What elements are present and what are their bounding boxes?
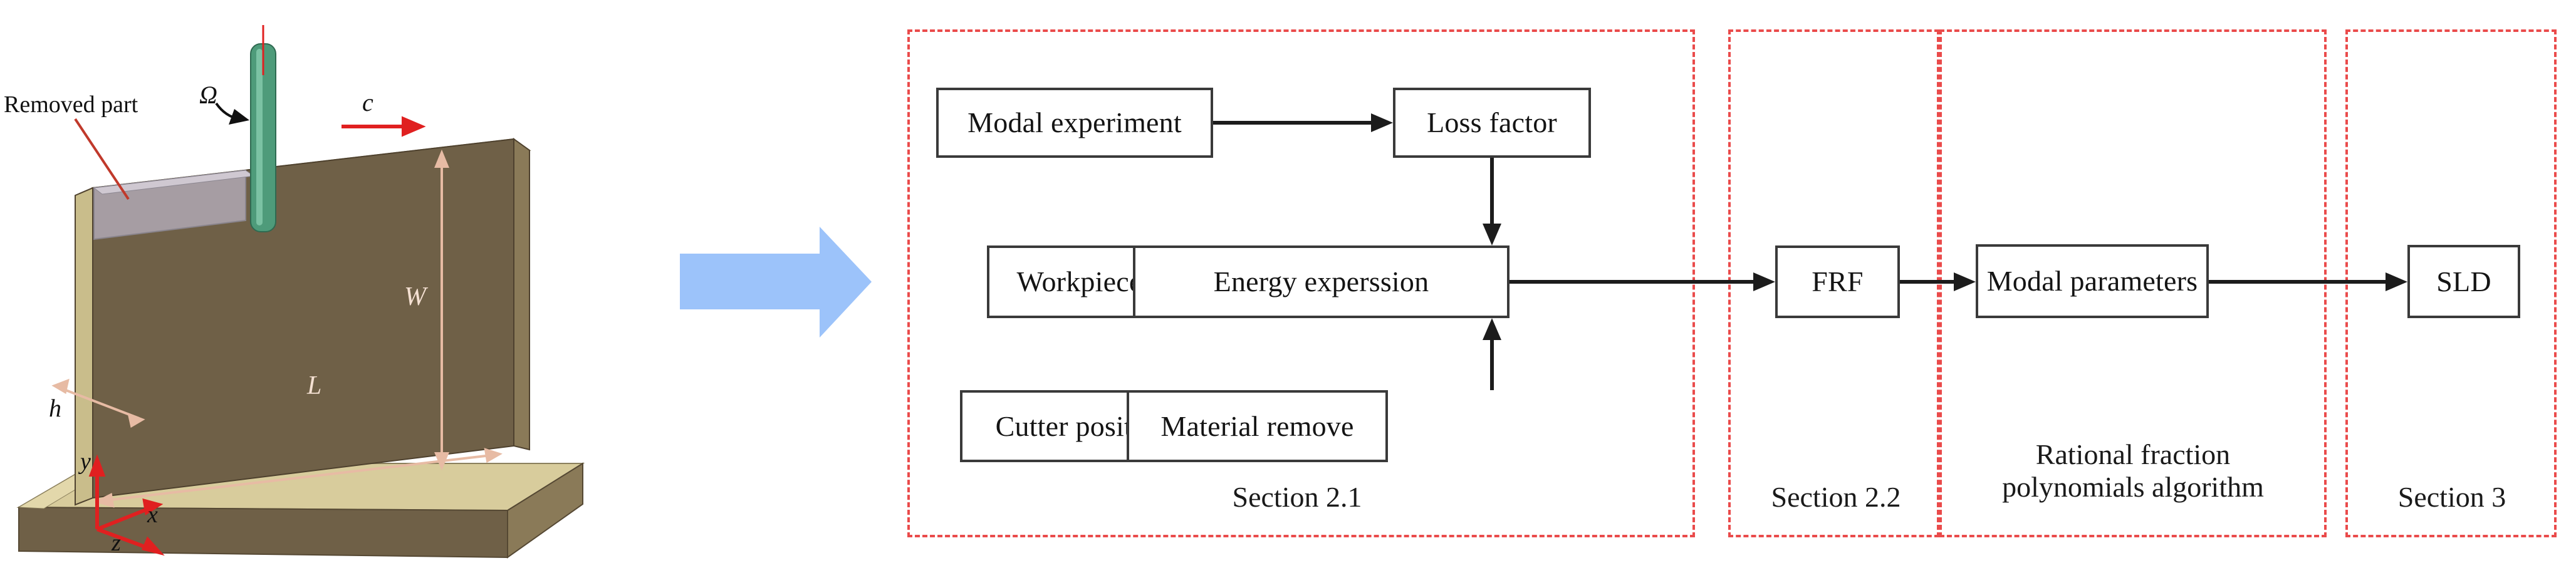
axis-z-label: z [112,530,121,556]
removed-part-label: Removed part [4,91,138,118]
box-energy-expression[interactable]: Energy experssion [1133,245,1510,318]
box-modal-experiment[interactable]: Modal experiment [936,88,1213,158]
box-frf[interactable]: FRF [1775,245,1900,318]
section-3-label: Section 3 [2397,481,2506,513]
feed-direction-label: c [362,88,373,116]
spindle-rotation-arrowhead [229,109,249,125]
thin-walled-workpiece-illustration: Removed part Ω c W L h x y z [0,0,664,563]
axis-y-label: y [80,448,91,475]
box-sld[interactable]: SLD [2407,245,2520,318]
axis-x-label: x [147,502,158,528]
wall-right-face [513,138,530,451]
methodology-flowchart: Modal experiment Loss factor Workpiece E… [902,0,2576,563]
base-plate-right [507,462,583,559]
section-2-1-label: Section 2.1 [1232,481,1362,513]
spindle-speed-label: Ω [199,81,217,109]
box-loss-factor[interactable]: Loss factor [1393,88,1591,158]
cutter-highlight [256,49,263,225]
removed-part-leader [74,118,130,200]
thickness-dimension-label: h [49,394,61,422]
coordinate-axes [88,454,165,556]
section-rfp-label: Rational fraction polynomials algorithm [2002,438,2264,503]
dimension-lines [51,149,503,508]
length-dimension-label: L [307,371,322,400]
section-2-2-label: Section 2.2 [1771,481,1901,513]
box-material-remove[interactable]: Material remove [1127,390,1388,462]
base-plate-front [18,506,508,559]
wall-left-flange [75,187,93,506]
feed-direction-arrow [342,116,426,137]
blue-right-arrow-icon [680,227,887,339]
width-dimension-label: W [404,282,426,311]
box-modal-parameters[interactable]: Modal parameters [1976,244,2209,318]
